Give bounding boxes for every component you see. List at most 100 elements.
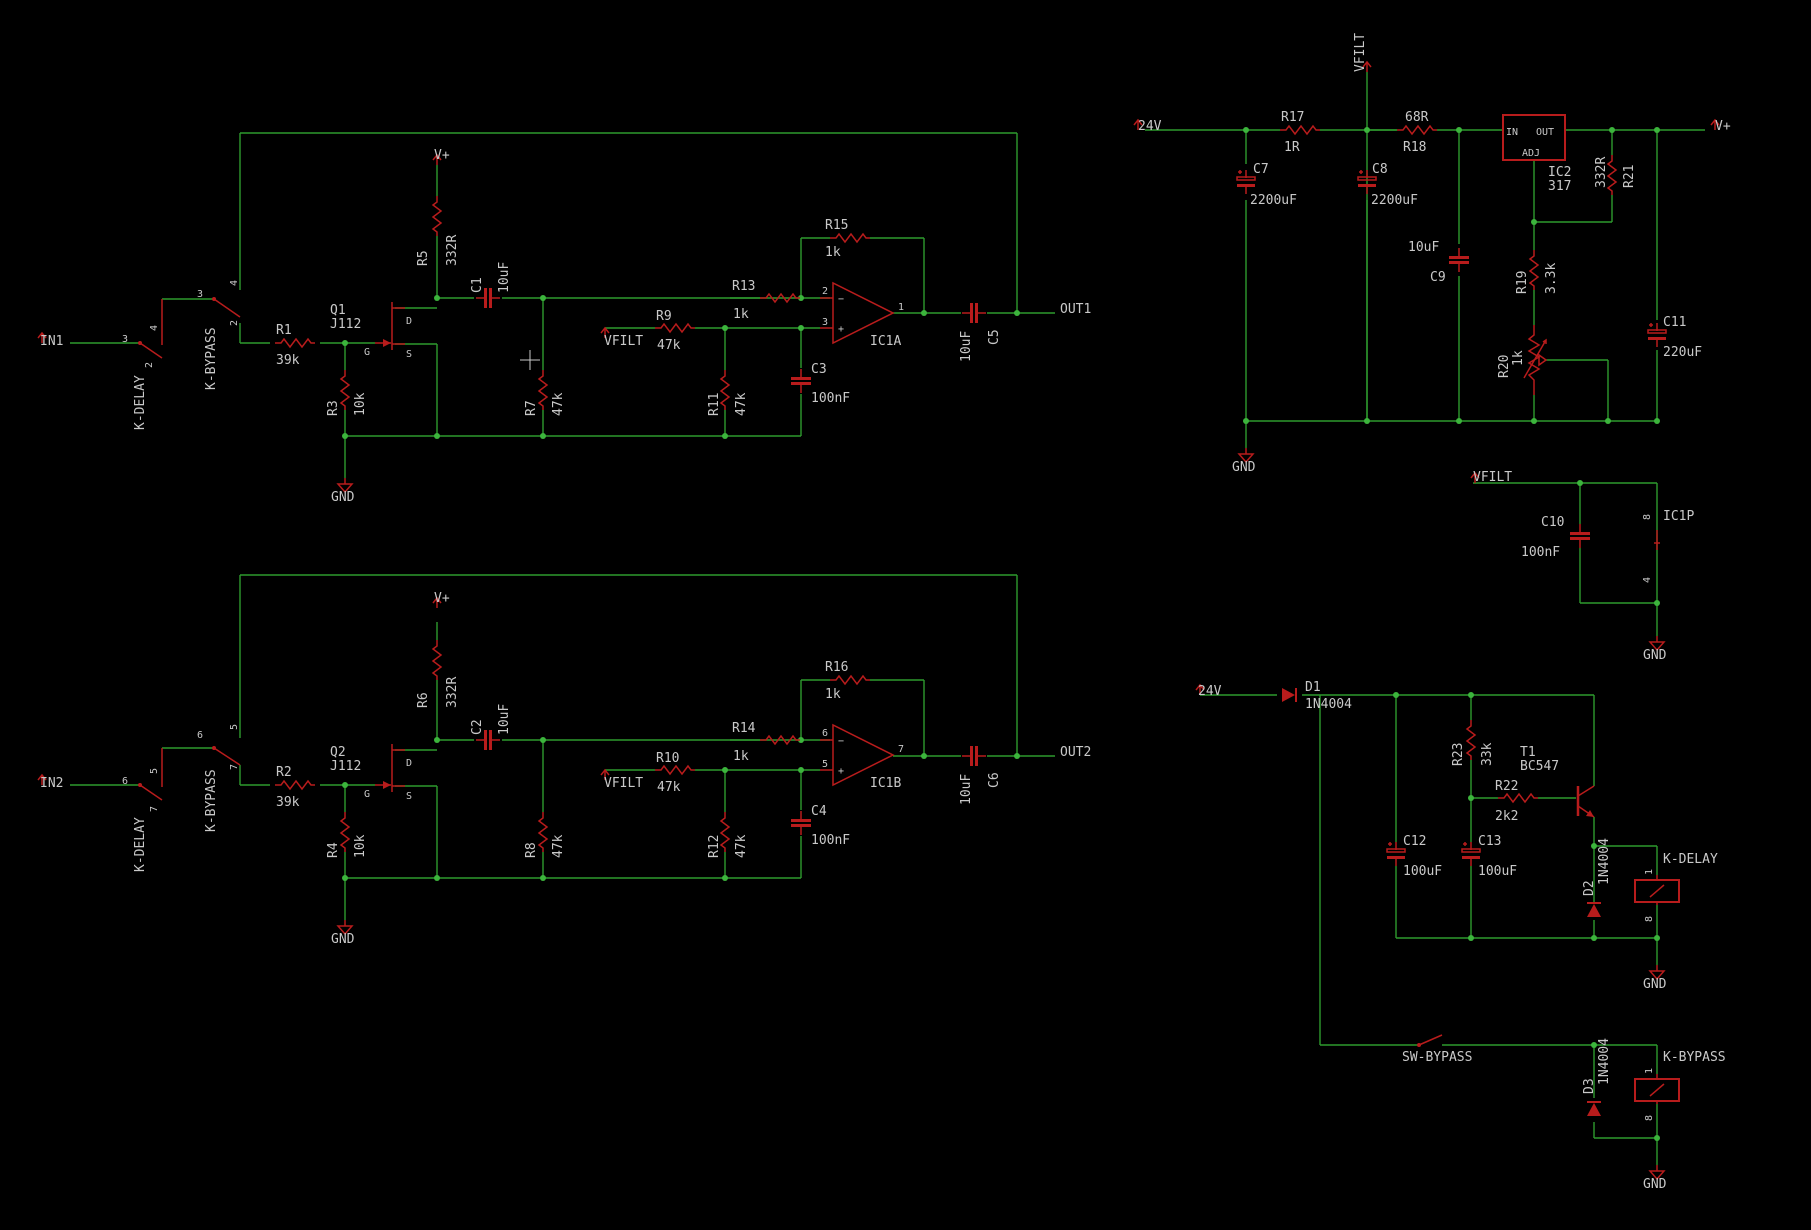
svg-text:IN: IN — [1506, 127, 1518, 138]
svg-text:220uF: 220uF — [1663, 345, 1702, 360]
24v-label: 24V — [1138, 119, 1162, 134]
c5-capacitor[interactable] — [961, 302, 987, 324]
r12-resistor[interactable] — [720, 811, 730, 853]
svg-text:1R: 1R — [1284, 140, 1300, 155]
svg-text:C2: C2 — [470, 719, 485, 735]
vfilt-label: VFILT — [1353, 33, 1368, 72]
k-delay-switch-1[interactable] — [138, 299, 163, 359]
in1-label: IN1 — [40, 334, 63, 349]
svg-text:IC1A: IC1A — [870, 334, 901, 349]
svg-text:D3: D3 — [1582, 1078, 1597, 1094]
d2-diode[interactable] — [1587, 902, 1601, 917]
svg-text:BC547: BC547 — [1520, 759, 1559, 774]
svg-text:K-BYPASS: K-BYPASS — [1663, 1050, 1726, 1065]
k-bypass-coil[interactable] — [1634, 1074, 1680, 1104]
svg-text:D2: D2 — [1582, 880, 1597, 896]
svg-text:+: + — [838, 324, 844, 335]
r21-resistor[interactable] — [1607, 154, 1617, 196]
svg-text:1: 1 — [898, 302, 904, 313]
r9-resistor[interactable] — [654, 323, 696, 333]
svg-text:332R: 332R — [445, 677, 460, 708]
svg-text:4: 4 — [149, 325, 160, 331]
svg-text:5: 5 — [149, 768, 160, 774]
svg-text:R4: R4 — [326, 842, 341, 858]
ic1a-opamp[interactable]: − + — [820, 281, 895, 345]
r16-resistor[interactable] — [829, 675, 871, 685]
svg-text:C13: C13 — [1478, 834, 1501, 849]
svg-text:C8: C8 — [1372, 162, 1388, 177]
r23-resistor[interactable] — [1466, 719, 1476, 761]
svg-text:1N4004: 1N4004 — [1597, 838, 1612, 885]
svg-text:R17: R17 — [1281, 110, 1304, 125]
c4-capacitor[interactable] — [790, 810, 812, 836]
r8-resistor[interactable] — [538, 811, 548, 853]
svg-text:R9: R9 — [656, 309, 672, 324]
c10-capacitor[interactable] — [1569, 523, 1591, 549]
svg-text:GND: GND — [331, 490, 355, 505]
svg-text:R7: R7 — [524, 400, 539, 416]
svg-text:8: 8 — [1642, 514, 1653, 520]
svg-text:24V: 24V — [1198, 684, 1222, 699]
k-bypass-switch-2[interactable] — [212, 746, 241, 766]
r4-resistor[interactable] — [340, 811, 350, 853]
r1-resistor[interactable] — [274, 338, 316, 348]
svg-text:D: D — [406, 316, 412, 327]
svg-text:3: 3 — [822, 317, 828, 328]
k-bypass-1-label: K-BYPASS — [204, 327, 219, 390]
svg-text:D: D — [406, 758, 412, 769]
svg-text:1N4004: 1N4004 — [1305, 697, 1352, 712]
ic1b-opamp[interactable]: − + — [820, 723, 895, 787]
r5-resistor[interactable] — [432, 195, 442, 237]
r19-resistor[interactable] — [1529, 249, 1539, 291]
svg-text:R12: R12 — [707, 835, 722, 858]
svg-text:R15: R15 — [825, 218, 848, 233]
ic2-regulator[interactable] — [1502, 114, 1566, 161]
svg-text:C9: C9 — [1430, 270, 1446, 285]
svg-text:1: 1 — [1644, 1068, 1655, 1074]
svg-text:R8: R8 — [524, 842, 539, 858]
d3-diode[interactable] — [1587, 1101, 1601, 1116]
svg-text:D1: D1 — [1305, 680, 1321, 695]
r17-resistor[interactable] — [1279, 125, 1321, 135]
sw-bypass-switch[interactable] — [1417, 1034, 1443, 1047]
svg-text:R3: R3 — [326, 400, 341, 416]
svg-text:C1: C1 — [470, 277, 485, 293]
svg-text:6: 6 — [822, 728, 828, 739]
q2-jfet[interactable] — [375, 744, 405, 792]
svg-text:8: 8 — [1644, 916, 1655, 922]
svg-text:332R: 332R — [445, 235, 460, 266]
k-delay-coil[interactable] — [1634, 875, 1680, 905]
svg-text:R21: R21 — [1622, 165, 1637, 188]
q1-jfet[interactable] — [375, 302, 405, 350]
t1-transistor[interactable] — [1576, 785, 1595, 818]
k-bypass-switch-1[interactable] — [212, 297, 241, 318]
r20-potentiometer[interactable] — [1523, 325, 1548, 395]
k-delay-switch-2[interactable] — [138, 748, 163, 801]
svg-text:GND: GND — [1232, 460, 1256, 475]
svg-text:47k: 47k — [551, 392, 566, 416]
in2-label: IN2 — [40, 776, 63, 791]
svg-text:8: 8 — [1644, 1115, 1655, 1121]
r18-resistor[interactable] — [1396, 125, 1438, 135]
svg-text:VFILT: VFILT — [1473, 470, 1512, 485]
r2-resistor[interactable] — [274, 780, 316, 790]
r10-resistor[interactable] — [654, 765, 696, 775]
c9-capacitor[interactable] — [1448, 247, 1470, 273]
d1-diode[interactable] — [1282, 688, 1297, 702]
svg-text:J112: J112 — [330, 317, 361, 332]
c3-capacitor[interactable] — [790, 368, 812, 394]
r15-resistor[interactable] — [829, 233, 871, 243]
r7-resistor[interactable] — [538, 369, 548, 411]
svg-text:2200uF: 2200uF — [1371, 193, 1418, 208]
r11-resistor[interactable] — [720, 369, 730, 411]
c6-capacitor[interactable] — [961, 745, 987, 767]
r3-resistor[interactable] — [340, 369, 350, 411]
svg-text:C12: C12 — [1403, 834, 1426, 849]
r6-resistor[interactable] — [432, 639, 442, 681]
svg-text:4: 4 — [1642, 577, 1653, 583]
svg-text:Q2: Q2 — [330, 745, 346, 760]
ic1p-power-pins[interactable] — [1654, 530, 1660, 550]
svg-text:10uF: 10uF — [497, 704, 512, 735]
r22-resistor[interactable] — [1497, 793, 1539, 803]
svg-text:3.3k: 3.3k — [1544, 263, 1559, 294]
